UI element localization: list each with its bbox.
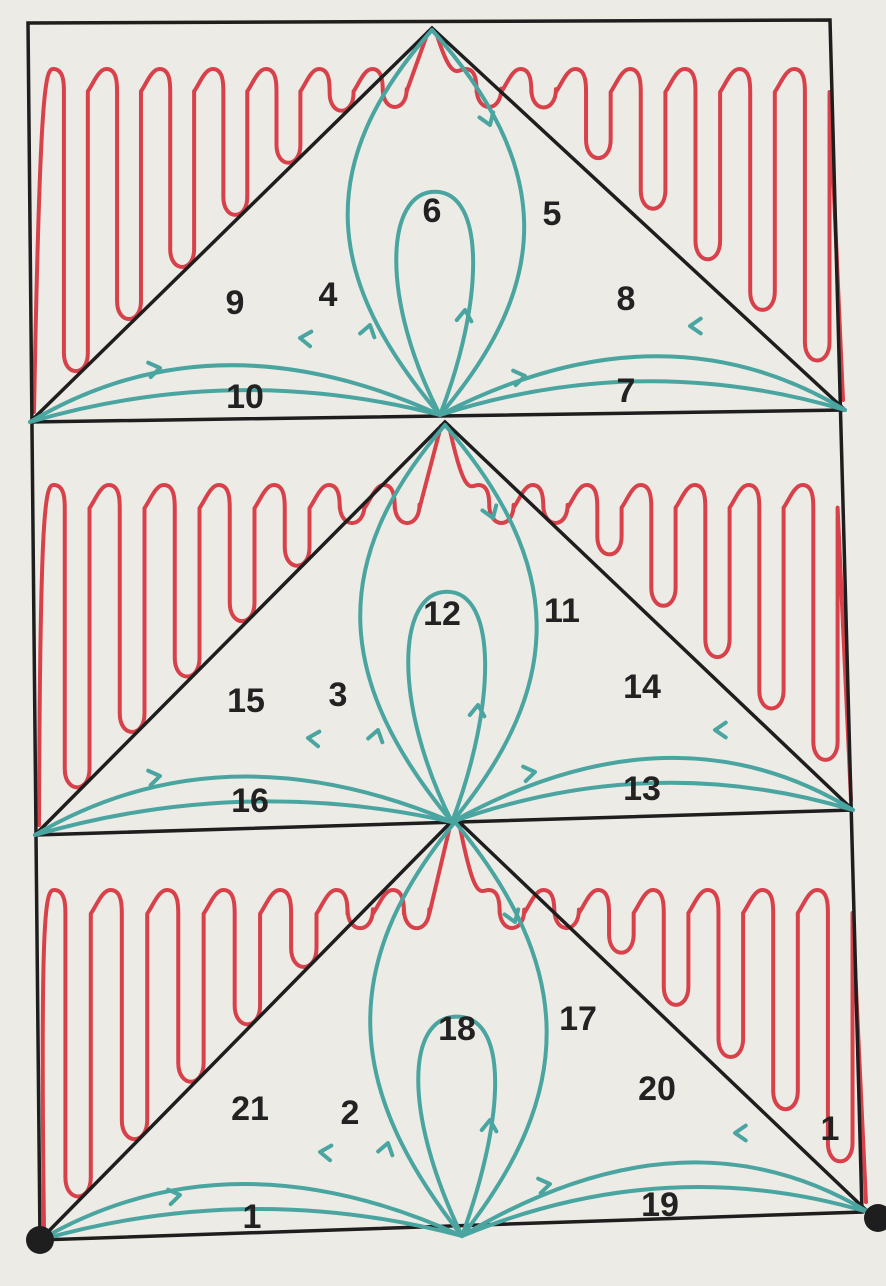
label-step-10: 10 [226,378,264,416]
label-step-14: 14 [623,668,661,706]
start-dot [26,1226,54,1254]
label-step-6: 6 [423,192,442,230]
label-step-18: 18 [438,1010,476,1048]
label-step-1: 1 [243,1198,262,1236]
label-step-11: 11 [544,592,580,630]
label-step-16: 16 [231,782,269,820]
label-step-4: 4 [319,276,338,314]
label-step-21: 21 [231,1090,269,1128]
label-step-1-right: 1 [821,1110,840,1148]
label-step-13: 13 [623,770,661,808]
label-step-9: 9 [226,284,245,322]
label-step-7: 7 [617,372,636,410]
label-step-17: 17 [559,1000,597,1038]
label-step-15: 15 [227,682,265,720]
label-step-20: 20 [638,1070,676,1108]
label-step-19: 19 [641,1186,679,1224]
label-step-3: 3 [329,676,348,714]
label-step-12: 12 [423,595,461,633]
label-step-2: 2 [341,1094,360,1132]
label-step-5: 5 [543,195,562,233]
label-step-8: 8 [617,280,636,318]
